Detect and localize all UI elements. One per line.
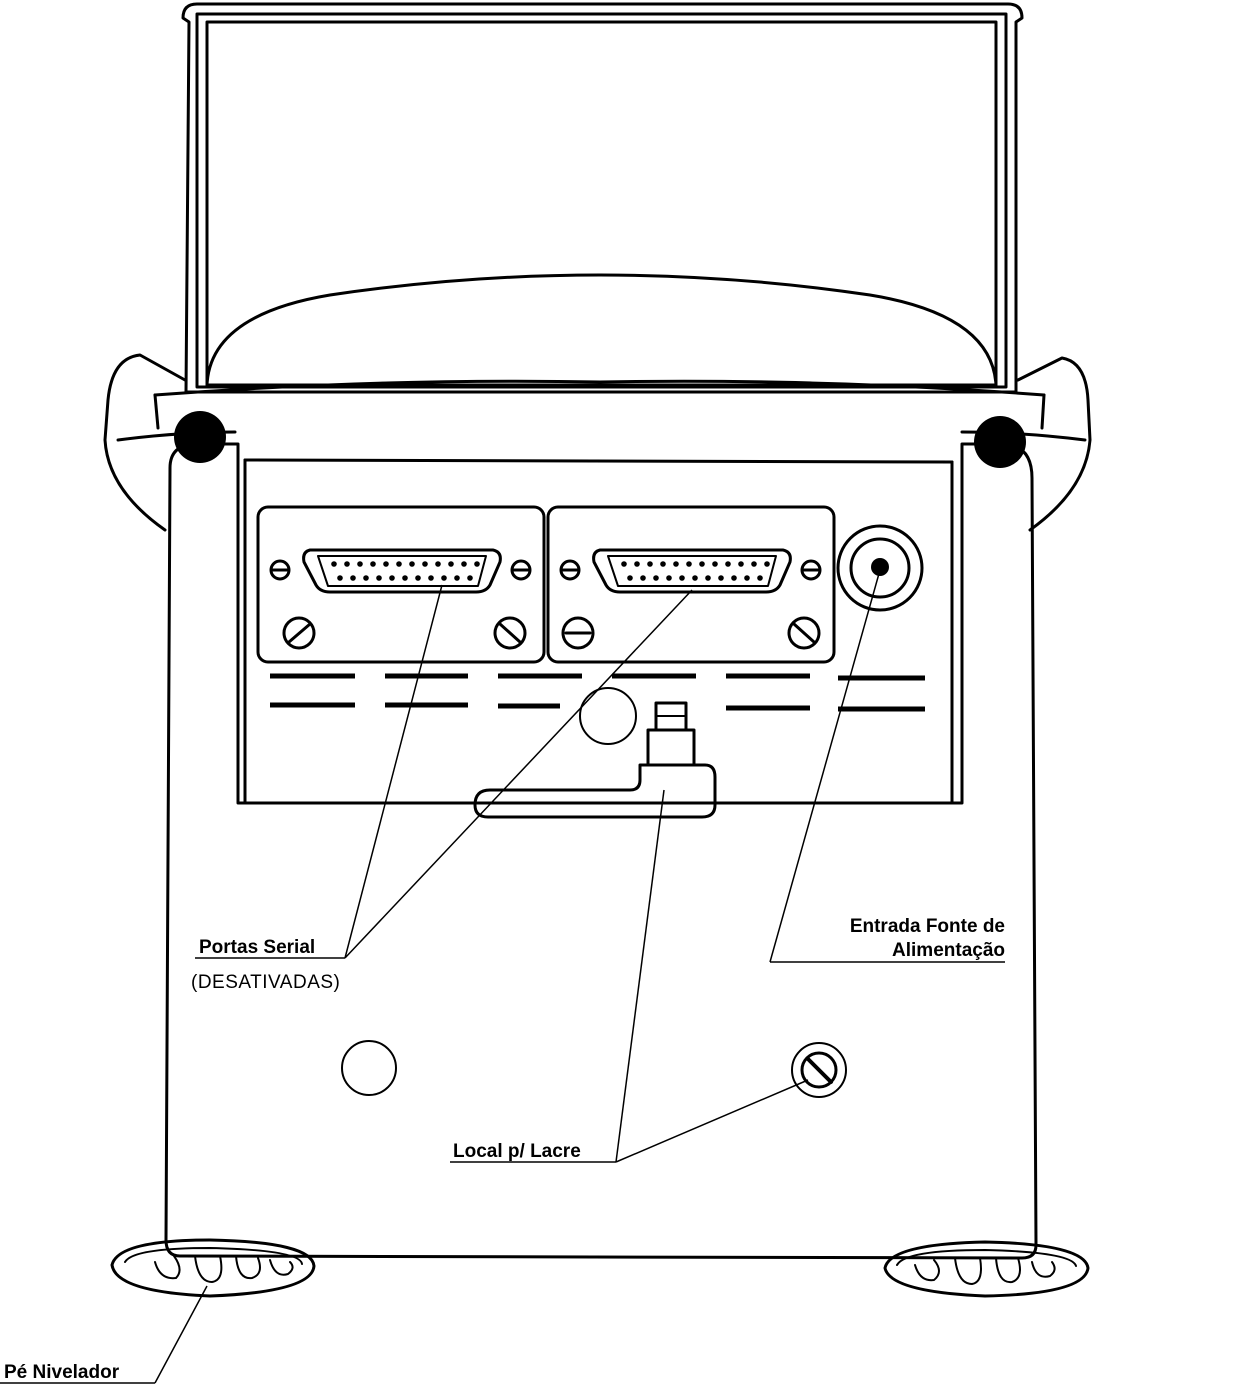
left-knob — [174, 411, 226, 463]
seal-tab — [473, 701, 717, 819]
panel-hole — [579, 687, 637, 745]
leveling-foot-left — [110, 1238, 316, 1298]
rear-panel-top-edge — [243, 458, 954, 464]
label-serial-ports-status: (DESATIVADAS) — [191, 972, 340, 993]
serial-port-plate-1 — [256, 505, 546, 664]
db25-pins-2 — [621, 561, 770, 581]
label-power-input-line1: Entrada Fonte de — [850, 916, 1005, 937]
balance-body — [164, 442, 1038, 1260]
screw-icon — [787, 616, 821, 650]
screw-icon — [282, 616, 316, 650]
screw-icon — [561, 616, 595, 650]
leader-lines — [0, 569, 1005, 1384]
screw-icon — [493, 616, 527, 650]
ventilation-slots — [270, 673, 925, 712]
db25-pins-1 — [331, 561, 480, 581]
label-power-input-line2: Alimentação — [892, 940, 1005, 961]
weighing-chamber-dome — [205, 273, 998, 387]
label-serial-ports: Portas Serial — [199, 937, 315, 958]
serial-port-plate-2 — [546, 505, 836, 664]
screw-icon — [510, 559, 532, 581]
seal-screw — [791, 1042, 847, 1098]
screw-icon — [800, 559, 822, 581]
label-seal-location: Local p/ Lacre — [453, 1141, 581, 1162]
right-knob — [974, 416, 1026, 468]
power-input-jack — [836, 524, 924, 612]
screw-icon — [559, 559, 581, 581]
body-shoulders — [103, 353, 1092, 532]
label-leveling-foot: Pé Nivelador — [4, 1362, 120, 1383]
draft-shield-frame — [181, 2, 1024, 394]
leveling-foot-right — [883, 1240, 1090, 1298]
screw-icon — [269, 559, 291, 581]
body-hole — [341, 1040, 397, 1096]
